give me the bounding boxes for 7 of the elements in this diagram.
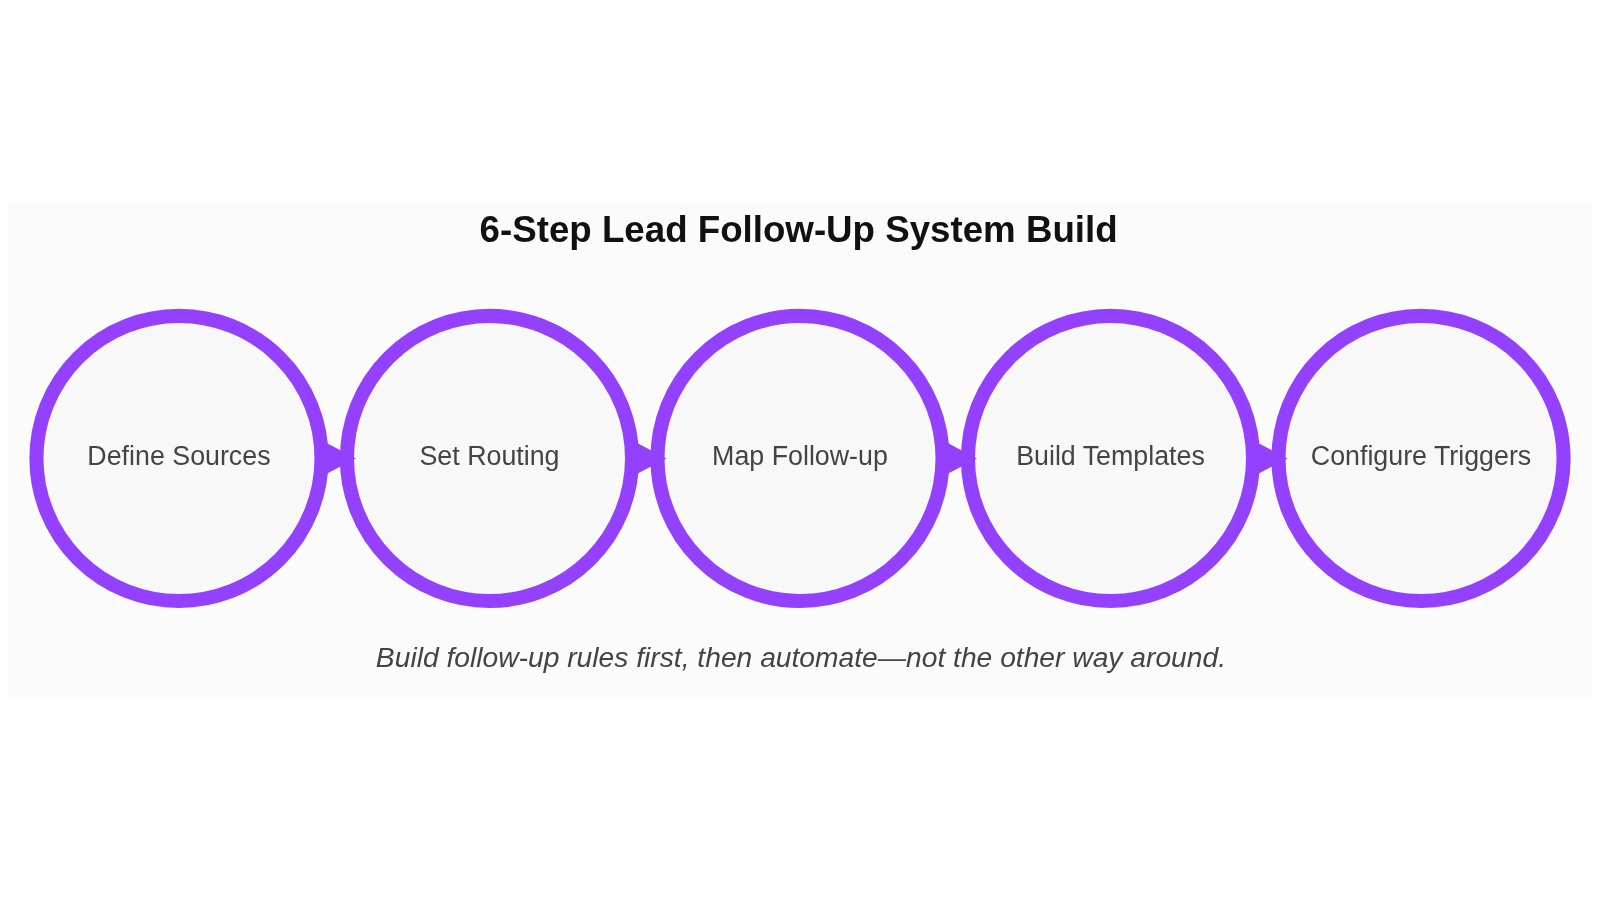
node-circle: Map Follow-up bbox=[650, 308, 950, 609]
diagram-title: 6-Step Lead Follow-Up System Build bbox=[479, 209, 1118, 251]
node-circle: Configure Triggers bbox=[1271, 308, 1571, 609]
caption: Build follow-up rules first, then automate—not the other way around. bbox=[375, 641, 1227, 674]
node-circle: Build Templates bbox=[960, 308, 1261, 609]
node-circle: Define Sources bbox=[29, 308, 329, 609]
node-circle: Set Routing bbox=[339, 308, 640, 609]
